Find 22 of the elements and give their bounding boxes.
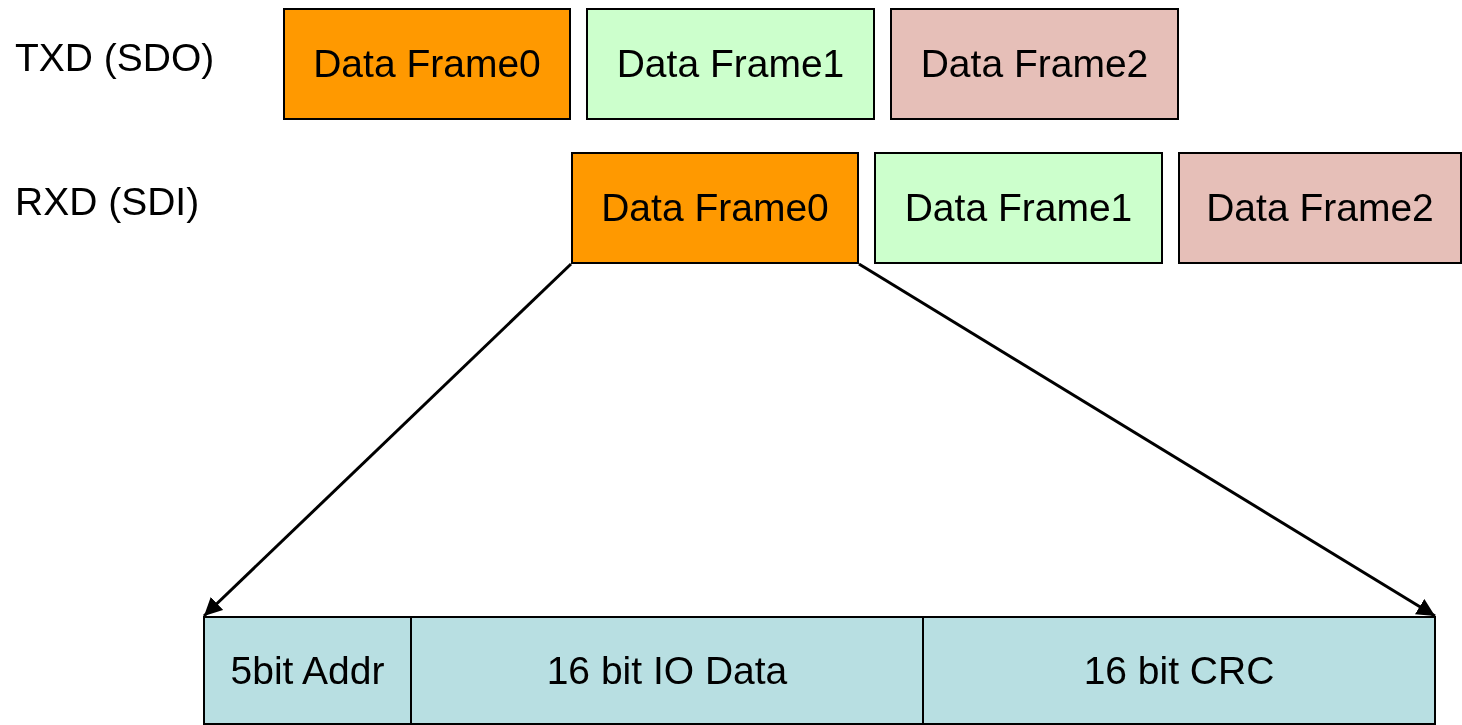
data-frame-box xyxy=(1178,152,1462,264)
box-label: Data Frame2 xyxy=(1206,186,1434,230)
field-box xyxy=(922,616,1436,725)
box-label: Data Frame0 xyxy=(601,186,829,230)
field-box xyxy=(410,616,924,725)
box-label: 16 bit CRC xyxy=(1083,648,1275,693)
field-box xyxy=(203,616,412,725)
arrow xyxy=(202,262,573,618)
box-label: Data Frame2 xyxy=(920,42,1149,86)
arrow xyxy=(858,262,1436,618)
box-label: Data Frame0 xyxy=(313,42,541,86)
data-frame-box xyxy=(874,152,1163,264)
data-frame-box xyxy=(890,8,1179,120)
signal-name: RXD (SDI) xyxy=(15,180,200,224)
data-frame-box xyxy=(586,8,875,120)
signal-name: TXD (SDO) xyxy=(15,36,215,80)
data-frame-box xyxy=(571,152,859,264)
box-label: 16 bit IO Data xyxy=(546,648,788,693)
box-label: Data Frame1 xyxy=(616,42,845,86)
box-label: Data Frame1 xyxy=(904,186,1133,230)
box-label: 5bit Addr xyxy=(230,648,385,693)
data-frame-box xyxy=(283,8,571,120)
